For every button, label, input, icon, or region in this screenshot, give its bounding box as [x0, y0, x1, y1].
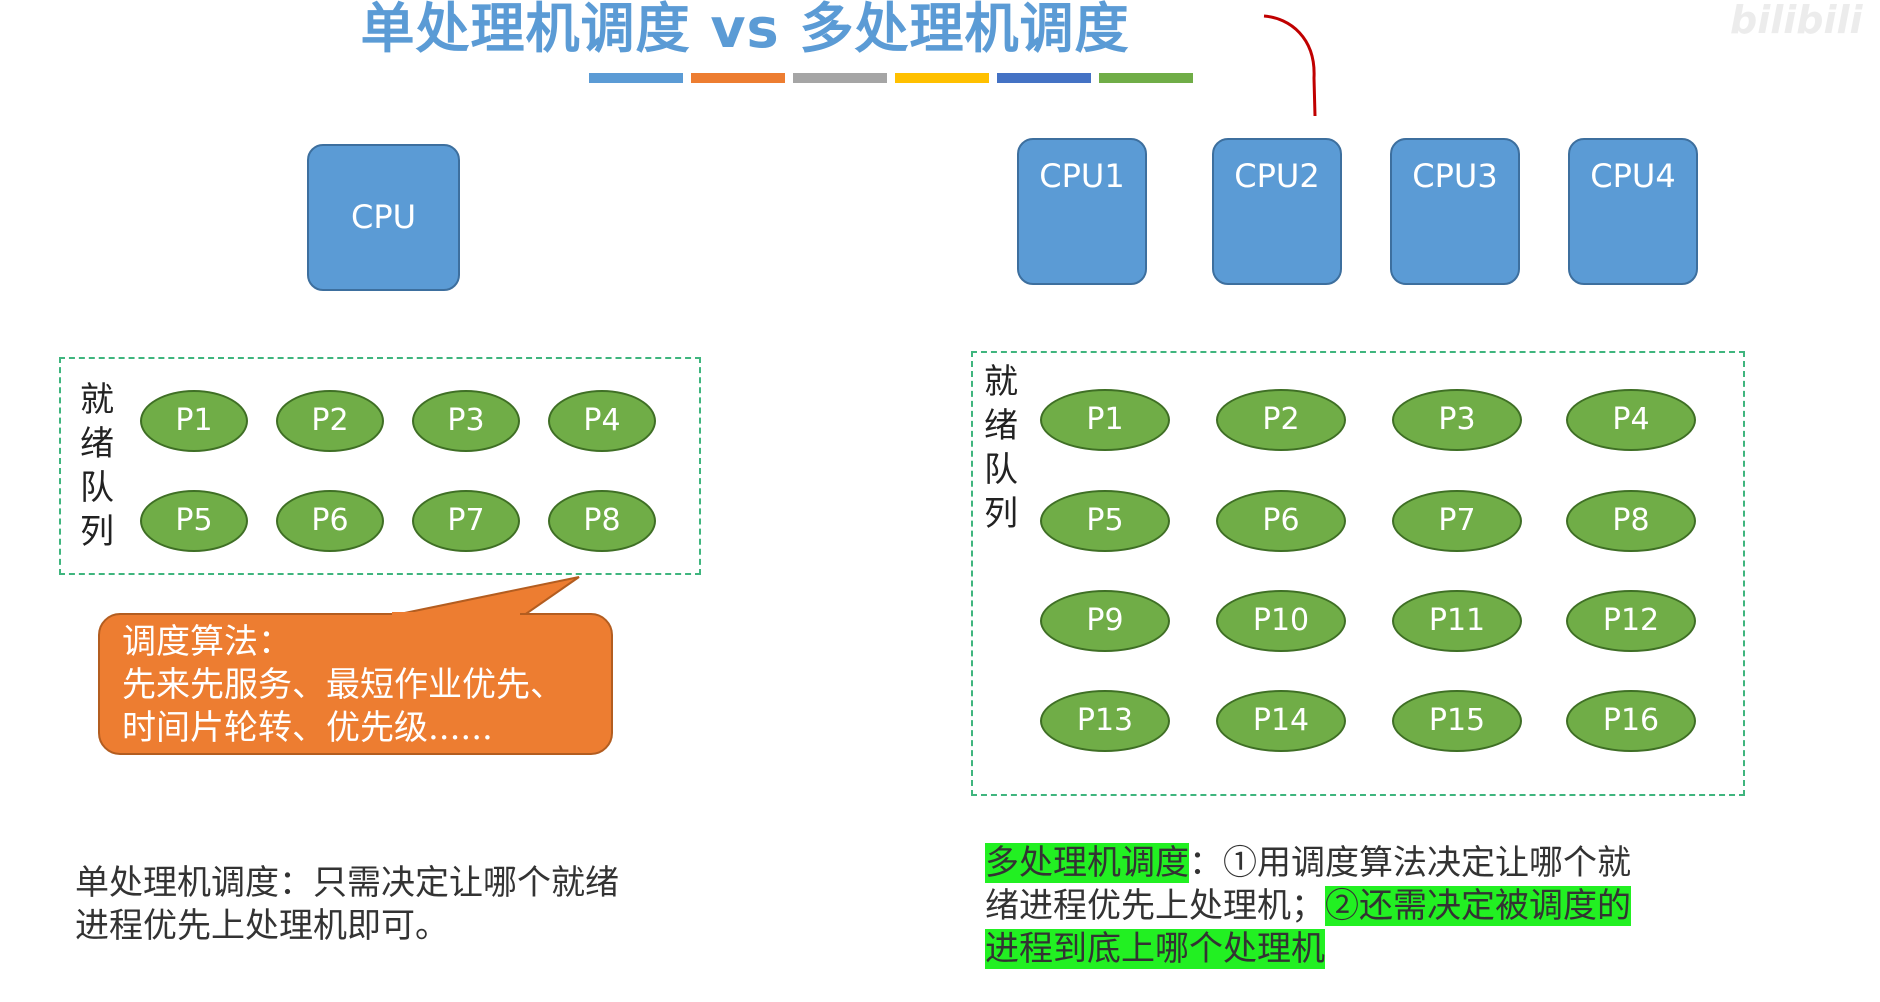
single-note-line: 进程优先上处理机即可。	[75, 906, 449, 946]
single-process-p6: P6	[276, 490, 384, 552]
multi-process-p12: P12	[1566, 590, 1696, 652]
multi-process-p2: P2	[1216, 389, 1346, 451]
cpu3-box: CPU3	[1390, 138, 1520, 285]
multi-process-p7: P7	[1392, 490, 1522, 552]
queue-label-char: 绪	[80, 424, 114, 464]
cpu1-box: CPU1	[1017, 138, 1147, 285]
red-annotation-stroke	[1263, 14, 1317, 117]
multi-process-p10: P10	[1216, 590, 1346, 652]
queue-label-char: 队	[984, 450, 1018, 490]
multi-note-line1: 多处理机调度：①用调度算法决定让哪个就	[985, 842, 1631, 885]
multi-process-p9: P9	[1040, 590, 1170, 652]
multi-note-text: 绪进程优先上处理机；	[985, 886, 1325, 926]
single-process-p4: P4	[548, 390, 656, 452]
single-note: 单处理机调度：只需决定让哪个就绪 进程优先上处理机即可。	[75, 862, 619, 948]
multi-process-p16: P16	[1566, 690, 1696, 752]
callout-line: 先来先服务、最短作业优先、	[122, 665, 564, 705]
callout-line: 时间片轮转、优先级......	[122, 708, 493, 748]
highlight-step-two-cont: 进程到底上哪个处理机	[985, 929, 1325, 969]
queue-label-char: 就	[984, 362, 1018, 402]
single-process-p5: P5	[140, 490, 248, 552]
queue-label-char: 队	[80, 468, 114, 508]
single-note-line: 单处理机调度：只需决定让哪个就绪	[75, 863, 619, 903]
multi-process-p8: P8	[1566, 490, 1696, 552]
single-process-p2: P2	[276, 390, 384, 452]
queue-label-char: 列	[80, 512, 114, 552]
single-process-p7: P7	[412, 490, 520, 552]
color-bar-orange	[691, 73, 785, 83]
multi-queue-label: 就 绪 队 列	[981, 360, 1021, 536]
multi-process-p14: P14	[1216, 690, 1346, 752]
callout-pointer	[389, 576, 580, 620]
multi-note: 多处理机调度：①用调度算法决定让哪个就 绪进程优先上处理机；②还需决定被调度的 …	[985, 842, 1631, 971]
scheduling-algorithm-callout: 调度算法： 先来先服务、最短作业优先、 时间片轮转、优先级......	[98, 613, 613, 755]
multi-process-p13: P13	[1040, 690, 1170, 752]
color-bar-gray	[793, 73, 887, 83]
multi-process-p5: P5	[1040, 490, 1170, 552]
color-bar-darkblue	[997, 73, 1091, 83]
watermark-logo: bilibili	[1730, 0, 1863, 42]
cpu4-box: CPU4	[1568, 138, 1698, 285]
multi-note-line3: 进程到底上哪个处理机	[985, 928, 1631, 971]
color-bar-green	[1099, 73, 1193, 83]
queue-label-char: 列	[984, 494, 1018, 534]
title-color-bars	[589, 73, 1193, 83]
color-bar-yellow	[895, 73, 989, 83]
cpu2-box: CPU2	[1212, 138, 1342, 285]
queue-label-char: 绪	[984, 406, 1018, 446]
queue-label-char: 就	[80, 380, 114, 420]
multi-process-p15: P15	[1392, 690, 1522, 752]
single-process-p1: P1	[140, 390, 248, 452]
highlight-step-two: ②还需决定被调度的	[1325, 886, 1631, 926]
color-bar-blue	[589, 73, 683, 83]
multi-note-line2: 绪进程优先上处理机；②还需决定被调度的	[985, 885, 1631, 928]
multi-process-p1: P1	[1040, 389, 1170, 451]
single-process-p3: P3	[412, 390, 520, 452]
multi-process-p6: P6	[1216, 490, 1346, 552]
single-ready-queue	[59, 357, 701, 575]
multi-process-p11: P11	[1392, 590, 1522, 652]
callout-seam	[392, 612, 520, 618]
slide-title: 单处理机调度 vs 多处理机调度	[360, 0, 1130, 60]
callout-line: 调度算法：	[122, 622, 292, 662]
multi-process-p3: P3	[1392, 389, 1522, 451]
highlight-multi-title: 多处理机调度	[985, 843, 1189, 883]
single-queue-label: 就 绪 队 列	[77, 378, 117, 554]
multi-note-text: ：①用调度算法决定让哪个就	[1189, 843, 1631, 883]
multi-process-p4: P4	[1566, 389, 1696, 451]
single-cpu-box: CPU	[307, 144, 460, 291]
single-process-p8: P8	[548, 490, 656, 552]
multi-ready-queue	[971, 351, 1745, 796]
